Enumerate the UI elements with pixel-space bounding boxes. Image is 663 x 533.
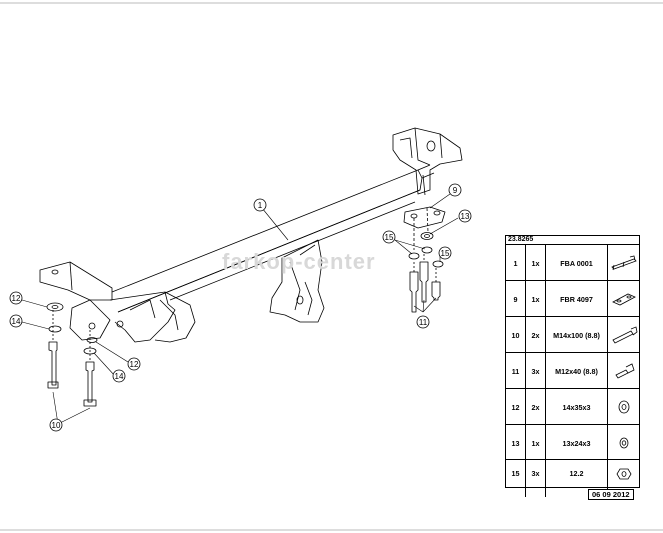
bolts-11 (409, 254, 441, 313)
row-quantity: 2x (526, 389, 546, 425)
table-row: 9 1x FBR 4097 (506, 280, 639, 317)
svg-text:15: 15 (441, 249, 450, 258)
row-position: 15 (506, 460, 526, 487)
parts-table-last-row: 15 3x 12.2 (505, 459, 640, 488)
nut-icon (608, 460, 639, 487)
table-id: 23.8265 (508, 236, 534, 243)
table-row: 10 2x M14x100 (8.8) (506, 316, 639, 353)
washer-13 (420, 232, 434, 240)
parts-table: 23.8265 1 1x FBA 0001 9 1x FBR 4097 10 2… (505, 235, 640, 497)
long-bolt-icon (608, 317, 639, 353)
washer-icon (608, 425, 639, 461)
nuts-15 (408, 246, 444, 268)
plate-9 (403, 206, 446, 250)
svg-text:12: 12 (130, 360, 139, 369)
row-quantity: 3x (526, 353, 546, 389)
svg-text:11: 11 (419, 318, 428, 327)
leader-lines (21, 193, 459, 425)
callout-12-a: 12 (9, 291, 23, 305)
table-date: 06 09 2012 (588, 489, 634, 500)
row-quantity: 2x (526, 317, 546, 353)
row-position: 1 (506, 245, 526, 281)
crossbar (111, 164, 435, 313)
center-bracket (269, 239, 325, 323)
callout-10: 10 (49, 418, 63, 432)
table-row: 13 1x 13x24x3 (506, 424, 639, 461)
svg-text:1: 1 (258, 201, 263, 210)
row-position: 13 (506, 425, 526, 461)
watermark-text: farkop-center (222, 249, 376, 274)
row-description: 12.2 (546, 460, 608, 487)
row-position: 12 (506, 389, 526, 425)
callout-14-b: 14 (112, 369, 126, 383)
left-fasteners (46, 302, 98, 407)
callout-1: 1 (253, 198, 267, 212)
svg-text:13: 13 (461, 212, 470, 221)
svg-text:14: 14 (12, 317, 21, 326)
callout-12-b: 12 (127, 357, 141, 371)
callout-13: 13 (458, 209, 472, 223)
row-description: FBR 4097 (546, 281, 608, 317)
svg-text:10: 10 (52, 421, 61, 430)
callout-15-b: 15 (438, 246, 452, 260)
svg-text:9: 9 (453, 186, 458, 195)
svg-text:15: 15 (385, 233, 394, 242)
flat-washer-icon (608, 389, 639, 425)
row-quantity: 1x (526, 281, 546, 317)
short-bolt-icon (608, 353, 639, 389)
plate-icon (608, 281, 639, 317)
row-quantity: 1x (526, 245, 546, 281)
left-bracket (39, 261, 196, 343)
row-position: 10 (506, 317, 526, 353)
row-description: 13x24x3 (546, 425, 608, 461)
table-row: 11 3x M12x40 (8.8) (506, 352, 639, 389)
towbar-icon (608, 245, 639, 281)
row-description: M12x40 (8.8) (546, 353, 608, 389)
row-position: 11 (506, 353, 526, 389)
callout-11: 11 (416, 315, 430, 329)
right-bracket (392, 127, 463, 196)
svg-text:12: 12 (12, 294, 21, 303)
row-quantity: 3x (526, 460, 546, 487)
svg-text:14: 14 (115, 372, 124, 381)
row-description: FBA 0001 (546, 245, 608, 281)
row-description: 14x35x3 (546, 389, 608, 425)
callout-9: 9 (448, 183, 462, 197)
row-description: M14x100 (8.8) (546, 317, 608, 353)
callout-14-a: 14 (9, 314, 23, 328)
table-row: 12 2x 14x35x3 (506, 388, 639, 425)
table-row: 1 1x FBA 0001 (506, 244, 639, 281)
row-quantity: 1x (526, 425, 546, 461)
callout-15-a: 15 (382, 230, 396, 244)
row-position: 9 (506, 281, 526, 317)
